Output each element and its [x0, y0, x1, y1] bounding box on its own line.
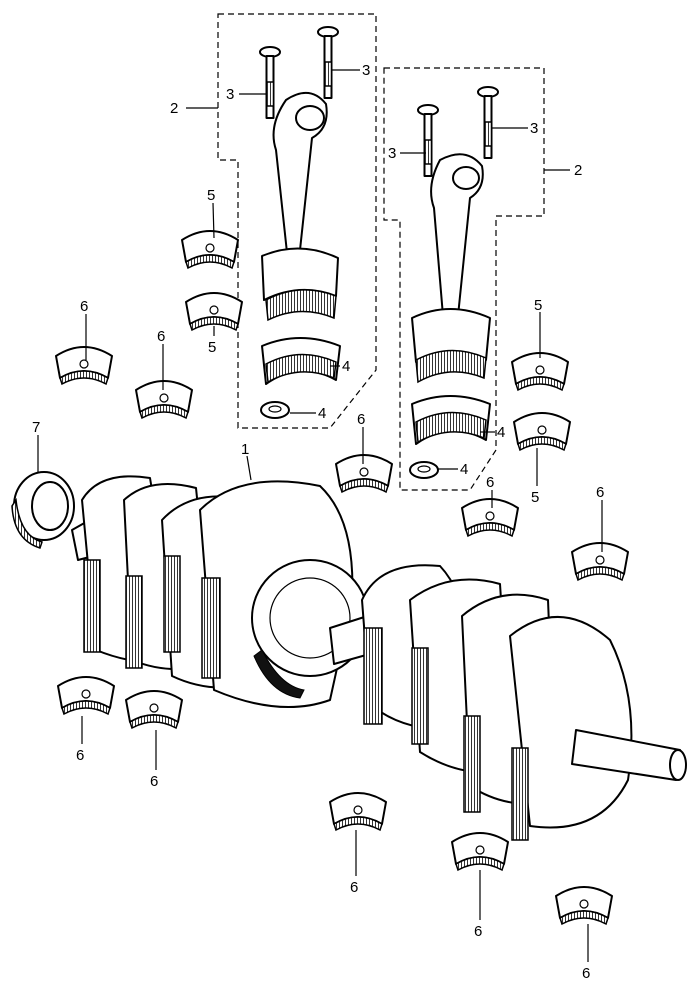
- callout-4-left-b: 4: [318, 405, 326, 422]
- callout-6-a: 6: [80, 298, 88, 315]
- callout-3-left-b: 3: [362, 62, 370, 79]
- right-rod-assembly: [383, 67, 545, 491]
- callout-6-g: 6: [150, 773, 158, 790]
- callout-5-d: 5: [531, 489, 539, 506]
- callout-2-left: 2: [170, 100, 178, 117]
- callout-6-f: 6: [76, 747, 84, 764]
- callout-7: 7: [32, 419, 40, 436]
- leader-lines: [37, 69, 603, 962]
- callout-labels: 1 2 2 3 3 3 3 4 4 4 4 5 5 5 5 6 6 6 6 6 …: [32, 62, 604, 982]
- crankshaft: [71, 475, 687, 841]
- oil-seal: [11, 471, 75, 549]
- callout-5-b: 5: [208, 339, 216, 356]
- callout-6-c: 6: [357, 411, 365, 428]
- callout-5-a: 5: [207, 187, 215, 204]
- callout-6-h: 6: [350, 879, 358, 896]
- callout-5-c: 5: [534, 297, 542, 314]
- callout-6-d: 6: [486, 474, 494, 491]
- callout-1: 1: [241, 441, 249, 458]
- callout-3-right-b: 3: [530, 120, 538, 137]
- callout-6-j: 6: [582, 965, 590, 982]
- callout-2-right: 2: [574, 162, 582, 179]
- callout-6-e: 6: [596, 484, 604, 501]
- callout-3-right-a: 3: [388, 145, 396, 162]
- callout-6-b: 6: [157, 328, 165, 345]
- callout-3-left-a: 3: [226, 86, 234, 103]
- left-rod-assembly: [217, 13, 377, 429]
- callout-4-right-a: 4: [497, 424, 505, 441]
- callout-4-left-a: 4: [342, 358, 350, 375]
- callout-4-right-b: 4: [460, 461, 468, 478]
- callout-6-i: 6: [474, 923, 482, 940]
